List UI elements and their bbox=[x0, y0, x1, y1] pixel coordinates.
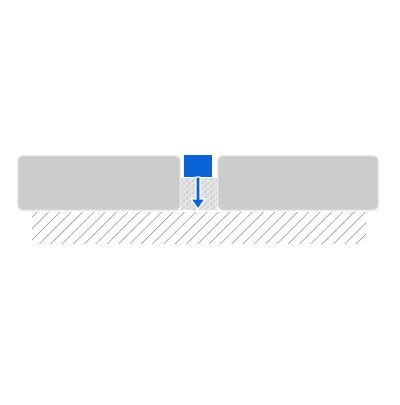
profile-cap bbox=[184, 155, 212, 177]
left-tile bbox=[17, 155, 181, 211]
right-tile bbox=[217, 155, 379, 211]
arrow-down-icon bbox=[189, 176, 207, 211]
substrate-hatch bbox=[32, 212, 366, 244]
t-profile-icon bbox=[184, 155, 212, 177]
arrow-down-shape bbox=[189, 176, 207, 211]
